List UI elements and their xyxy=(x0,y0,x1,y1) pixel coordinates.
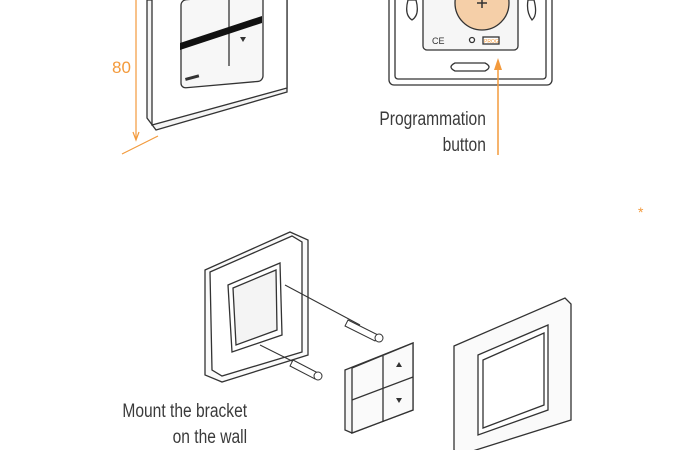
mount-label-line1: Mount the bracket xyxy=(122,401,247,422)
dimension-label: 80 xyxy=(112,58,131,77)
wall-bracket-illustration xyxy=(204,231,309,383)
mount-label-line2: on the wall xyxy=(172,427,247,448)
programmation-label-line1: Programmation xyxy=(379,109,486,130)
screws-illustration xyxy=(259,284,384,381)
dimension-line xyxy=(121,0,159,155)
programmation-label-line2: button xyxy=(442,135,486,156)
cover-frame-illustration xyxy=(453,297,572,450)
prog-mark: PROG xyxy=(484,39,499,45)
programmation-arrow xyxy=(494,58,502,155)
switch-module-illustration xyxy=(344,342,414,434)
mount-label: Mount the bracket on the wall xyxy=(122,399,247,451)
back-view-illustration: CE PROG xyxy=(388,0,553,86)
programmation-label: Programmation button xyxy=(379,107,486,159)
asterisk-mark: * xyxy=(638,204,644,220)
ce-mark: CE xyxy=(432,36,445,46)
front-switch-illustration xyxy=(146,0,288,131)
